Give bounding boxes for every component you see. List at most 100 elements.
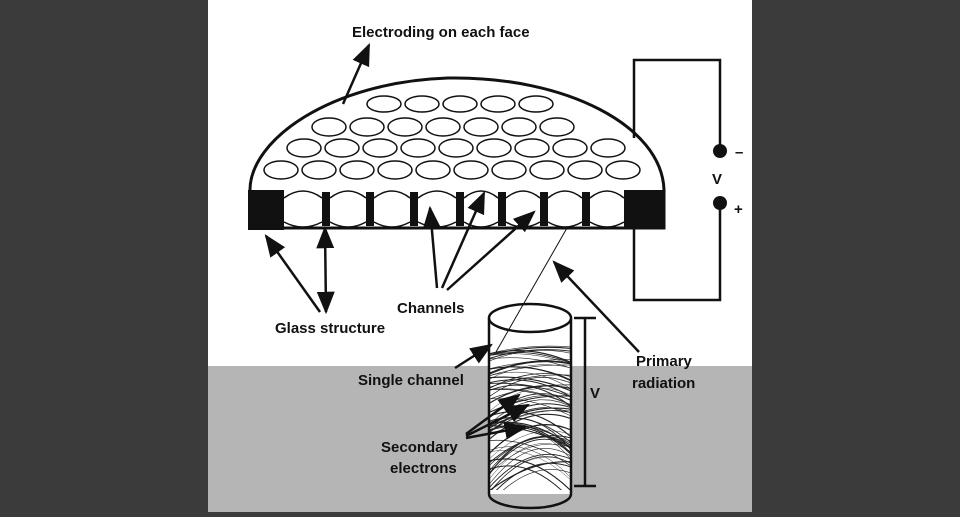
channel-opening [514, 138, 550, 158]
electron-trail [489, 379, 571, 398]
channel-opening [463, 117, 499, 137]
electron-trail [489, 388, 571, 406]
channel-top-opening [487, 302, 573, 334]
microchannel-plate [248, 76, 666, 230]
minus-sign: – [735, 144, 743, 161]
channel-opening [442, 95, 478, 113]
electron-trail [489, 443, 571, 480]
electron-trail [489, 374, 571, 388]
secondary-electrons-arrow-3 [465, 421, 528, 440]
electron-trail [489, 399, 571, 426]
channel-opening [491, 160, 527, 180]
channel-opening [400, 138, 436, 158]
channel-opening [339, 160, 375, 180]
channel-opening [567, 160, 603, 180]
electron-trails [489, 345, 571, 490]
electron-trail [489, 382, 571, 398]
channel-opening [438, 138, 474, 158]
channel-voltage-bracket [574, 316, 596, 488]
electroding-label: Electroding on each face [352, 24, 530, 41]
secondary-electrons-arrow-2 [465, 403, 531, 438]
channel-openings [263, 95, 641, 180]
electron-trail [489, 357, 571, 369]
glass-wall [456, 192, 464, 226]
electron-trail [489, 436, 571, 476]
single-channel-label: Single channel [358, 372, 464, 389]
channel-opening [590, 138, 626, 158]
electron-trail [489, 436, 571, 466]
channel-opening [362, 138, 398, 158]
channel-opening [480, 95, 516, 113]
secondary-electrons-label-line1: Secondary [381, 439, 458, 456]
channel-arch [373, 190, 411, 199]
voltage-circuit [632, 58, 722, 302]
channels-arrow-3 [446, 210, 536, 291]
electron-trail [489, 384, 571, 400]
electron-trail [489, 458, 571, 490]
electron-trail [489, 385, 571, 404]
electron-trail [489, 360, 571, 374]
glass-wall [540, 192, 548, 226]
channel-arch [373, 221, 411, 228]
electron-trail [489, 443, 571, 475]
glass-structure-arrow-1 [264, 234, 322, 313]
electron-trail [489, 446, 571, 478]
channel-opening [453, 160, 489, 180]
electron-trail [489, 430, 571, 460]
channel-opening [476, 138, 512, 158]
channel-opening [529, 160, 565, 180]
channel-arch [589, 221, 625, 228]
electron-trail [489, 376, 571, 392]
channel-opening [539, 117, 575, 137]
glass-structure-label: Glass structure [275, 320, 385, 337]
channels-arrow-2 [440, 190, 486, 289]
electron-trail [489, 395, 571, 413]
channel-opening [501, 117, 537, 137]
secondary-electrons-label-line2: electrons [390, 460, 457, 477]
electron-trail [489, 461, 571, 490]
electron-trail [489, 345, 571, 354]
channel-opening [366, 95, 402, 113]
electron-trail [489, 349, 571, 359]
channel-opening [301, 160, 337, 180]
electron-trail [489, 465, 562, 490]
secondary-electrons-arrow-1 [465, 393, 521, 436]
channel-arch [505, 190, 541, 199]
electron-trail [503, 469, 571, 490]
electron-trail [489, 449, 571, 481]
electron-trail [489, 371, 571, 389]
electroding-arrow [341, 42, 371, 105]
primary-radiation-label-line1: Primary [636, 353, 693, 370]
channel-arch [329, 221, 367, 228]
single-channel-arrow [454, 343, 493, 370]
channel-arch [547, 190, 583, 199]
channel-opening [605, 160, 641, 180]
electron-trail [491, 456, 571, 490]
channel-opening [377, 160, 413, 180]
glass-wall [582, 192, 590, 226]
electron-trail [489, 398, 571, 417]
channel-opening [425, 117, 461, 137]
electron-trail [489, 424, 571, 455]
channel-arch [417, 190, 457, 199]
channel-arch [463, 221, 499, 228]
glass-wall [410, 192, 418, 226]
channel-arch [283, 190, 323, 199]
channel-opening [404, 95, 440, 113]
channel-arch [547, 221, 583, 228]
electron-trail [489, 384, 571, 407]
glass-structure-arrow-2 [316, 225, 335, 315]
plus-sign: + [734, 201, 743, 218]
channels-label: Channels [397, 300, 465, 317]
channel-arch [589, 190, 625, 199]
electron-trail [489, 366, 571, 382]
channel-opening [552, 138, 588, 158]
channel-opening [387, 117, 423, 137]
left-electrode [248, 190, 284, 230]
electron-trail [489, 364, 571, 376]
electron-trail [489, 439, 571, 467]
channel-opening [286, 138, 322, 158]
channel-arch [283, 221, 323, 228]
